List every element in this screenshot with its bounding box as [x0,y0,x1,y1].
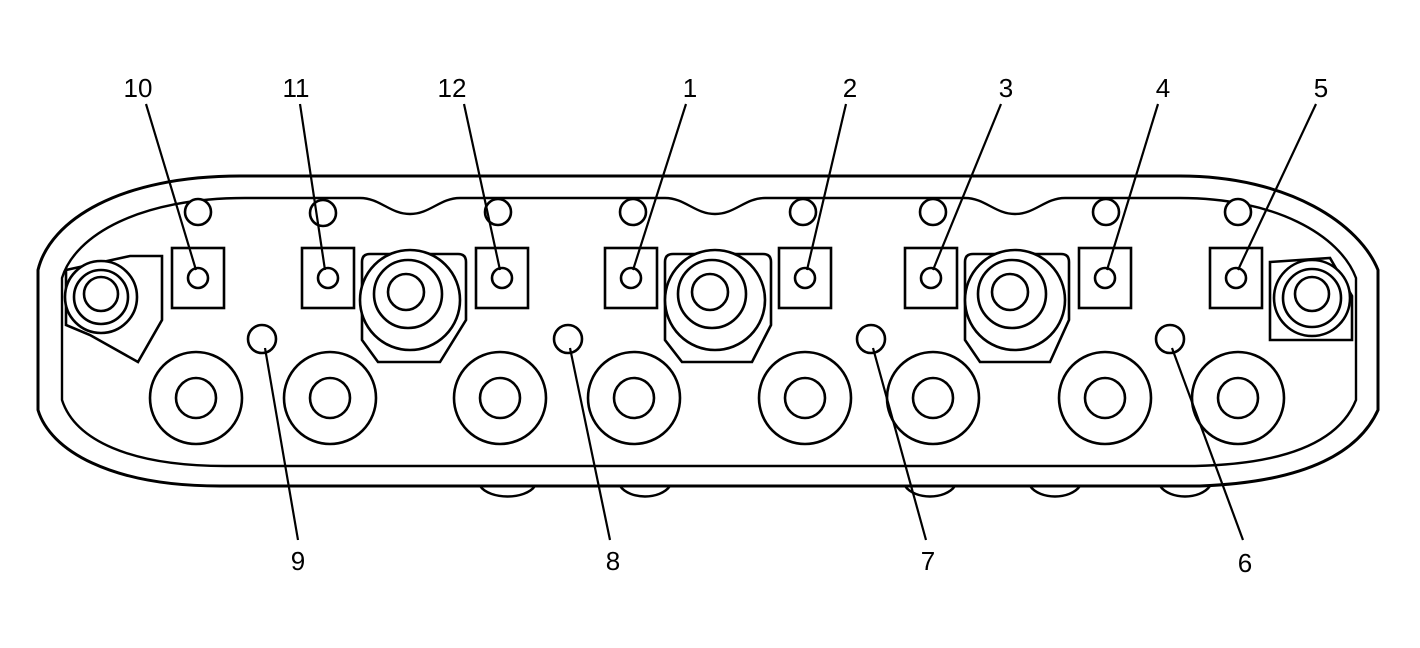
lower-bosses [148,350,1286,446]
callout-5: 5 [1314,73,1328,103]
callout-9: 9 [291,546,305,576]
leader-5 [1237,103,1317,271]
callout-1: 1 [683,73,697,103]
callout-12: 12 [438,73,467,103]
callout-4: 4 [1156,73,1170,103]
leader-6 [1170,347,1245,541]
leader-4 [1105,103,1160,271]
leader-1 [631,103,688,271]
leader-3 [931,103,1003,271]
callout-6: 6 [1238,548,1252,578]
cylinder-head-outline [36,174,1380,498]
upper-small-holes [183,197,1253,228]
leader-10 [144,103,198,271]
callout-11: 11 [283,73,310,103]
callout-10: 10 [124,73,153,103]
callout-7: 7 [921,546,935,576]
leader-7 [871,347,928,541]
callout-3: 3 [999,73,1013,103]
upper-bolt-pads [170,246,1264,310]
callout-8: 8 [606,546,620,576]
callout-leaders [144,103,1317,541]
leader-8 [568,347,612,541]
end-plug-right [1268,256,1354,342]
end-plug-left [63,254,164,364]
leader-2 [805,103,848,271]
middle-small-holes [246,323,1186,355]
leader-11 [298,103,327,271]
callout-labels: 10 11 12 1 2 3 4 5 9 8 7 6 [124,73,1329,578]
callout-2: 2 [843,73,857,103]
leader-9 [263,347,300,541]
leader-12 [462,103,502,271]
center-bosses [358,248,1071,364]
